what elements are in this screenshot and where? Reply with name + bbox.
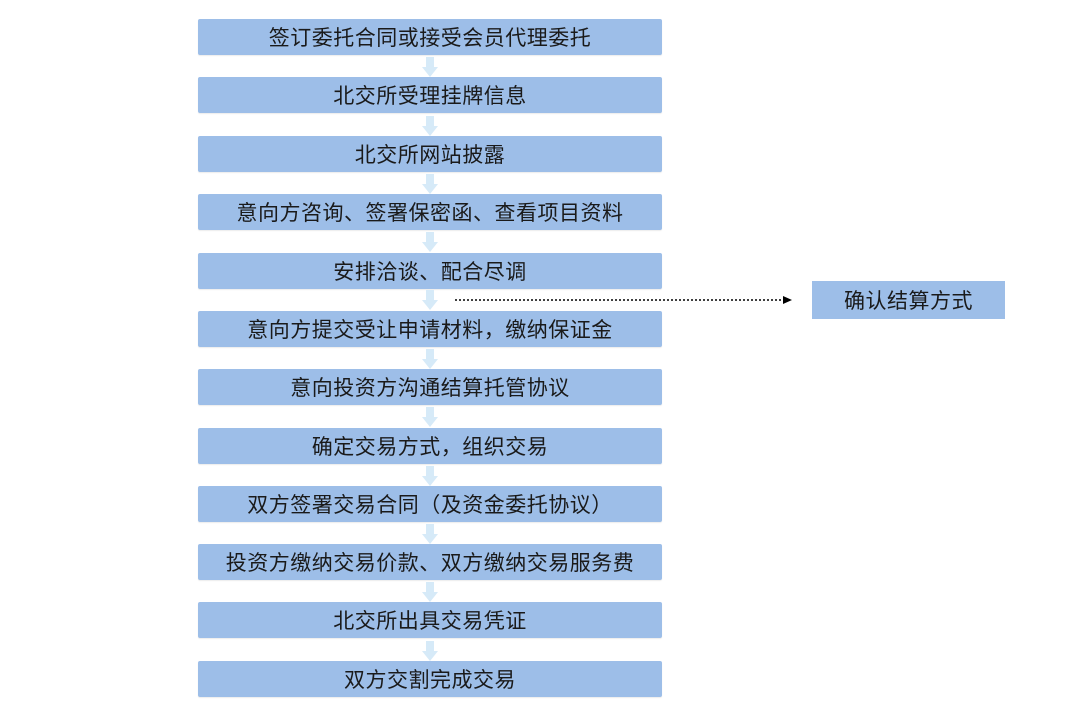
- flow-step-4: 意向方咨询、签署保密函、查看项目资料: [198, 194, 662, 230]
- down-arrow-icon: [422, 174, 438, 194]
- down-arrow-icon: [422, 232, 438, 252]
- flow-step-12: 双方交割完成交易: [198, 661, 662, 697]
- side-note-settlement: 确认结算方式: [812, 281, 1005, 319]
- down-arrow-icon: [422, 290, 438, 310]
- down-arrow-icon: [422, 349, 438, 369]
- flow-step-6: 意向方提交受让申请材料，缴纳保证金: [198, 311, 662, 347]
- flow-step-7: 意向投资方沟通结算托管协议: [198, 369, 662, 405]
- flow-step-2: 北交所受理挂牌信息: [198, 77, 662, 113]
- flow-step-10: 投资方缴纳交易价款、双方缴纳交易服务费: [198, 544, 662, 580]
- down-arrow-icon: [422, 57, 438, 77]
- down-arrow-icon: [422, 466, 438, 486]
- down-arrow-icon: [422, 582, 438, 602]
- down-arrow-icon: [422, 116, 438, 136]
- flow-step-5: 安排洽谈、配合尽调: [198, 253, 662, 289]
- flow-step-9: 双方签署交易合同（及资金委托协议）: [198, 486, 662, 522]
- down-arrow-icon: [422, 407, 438, 427]
- down-arrow-icon: [422, 641, 438, 661]
- flow-step-11: 北交所出具交易凭证: [198, 602, 662, 638]
- flow-step-8: 确定交易方式，组织交易: [198, 428, 662, 464]
- flow-step-3: 北交所网站披露: [198, 136, 662, 172]
- down-arrow-icon: [422, 524, 438, 544]
- flow-step-1: 签订委托合同或接受会员代理委托: [198, 19, 662, 55]
- dotted-connector-arrow: [455, 296, 792, 304]
